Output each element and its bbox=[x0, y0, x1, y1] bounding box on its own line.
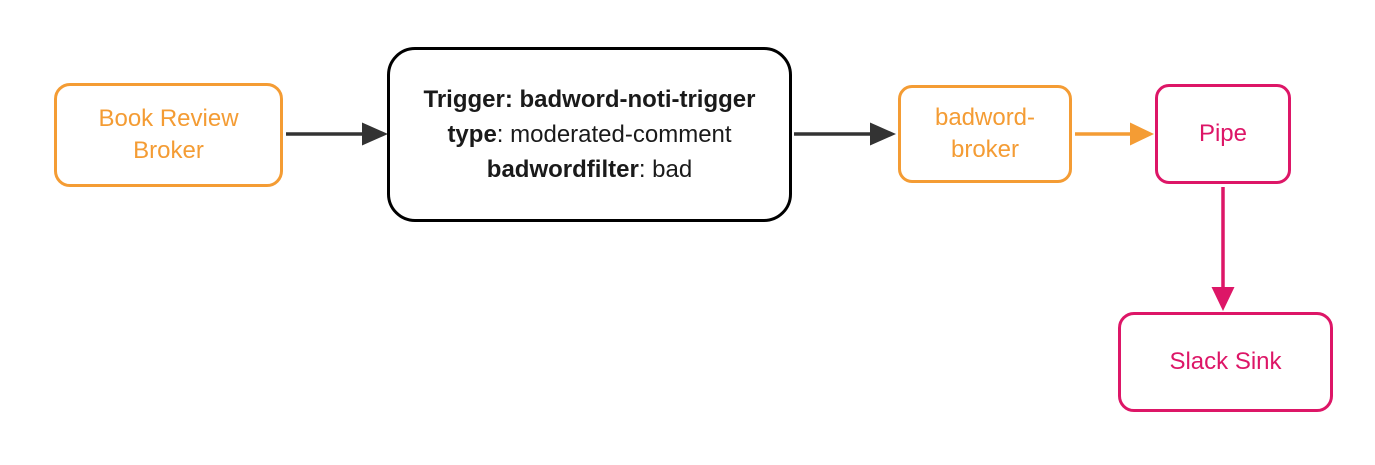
node-pipe: Pipe bbox=[1155, 84, 1291, 184]
node-book-review-broker: Book Review Broker bbox=[54, 83, 283, 187]
trigger-line-badwordfilter: badwordfilter: bad bbox=[487, 152, 692, 187]
trigger-line-type-key: type bbox=[447, 121, 497, 148]
trigger-line-name: Trigger: badword-noti-trigger bbox=[424, 82, 756, 117]
node-badword-broker: badword-broker bbox=[898, 85, 1072, 183]
node-slack-sink-label: Slack Sink bbox=[1169, 347, 1282, 375]
trigger-line-type: type: moderated-comment bbox=[447, 117, 731, 152]
node-book-review-broker-label: Book Review Broker bbox=[98, 104, 239, 164]
edge-trigger-to-badword-broker bbox=[794, 122, 896, 146]
node-pipe-label: Pipe bbox=[1198, 119, 1248, 147]
node-badword-broker-label: badword-broker bbox=[934, 103, 1036, 163]
edge-badword-broker-to-pipe bbox=[1075, 122, 1154, 146]
node-trigger: Trigger: badword-noti-trigger type: mode… bbox=[387, 47, 792, 222]
edge-book-review-broker-to-trigger bbox=[286, 122, 388, 146]
trigger-line-type-value: : moderated-comment bbox=[496, 121, 732, 148]
trigger-line-name-key: Trigger: badword-noti-trigger bbox=[423, 86, 756, 113]
trigger-line-badwordfilter-value: : bad bbox=[638, 156, 693, 183]
trigger-line-badwordfilter-key: badwordfilter bbox=[486, 156, 639, 183]
edge-pipe-to-slack-sink bbox=[1211, 187, 1235, 311]
node-slack-sink: Slack Sink bbox=[1118, 312, 1333, 412]
